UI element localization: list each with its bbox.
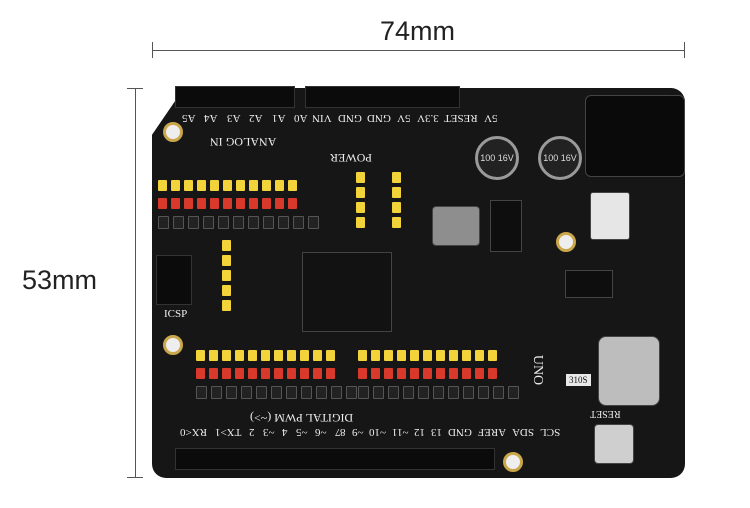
digital-header (175, 448, 495, 470)
analog-pin-label: A5 (182, 112, 196, 124)
analog-pin-label: A1 (271, 112, 286, 124)
power-pin-label: 3.3V (416, 112, 439, 124)
width-dimension-label: 74mm (380, 16, 456, 46)
power-pin-label: VIN (312, 112, 332, 124)
digital-pin-label: RX<0 (180, 426, 207, 438)
analog-in-label: ANALOG IN (210, 135, 277, 149)
width-dimension-line (152, 50, 685, 51)
digital-pin-labels-right: 8 ~9 ~10 ~11 12 13 GND AREF SDA SCL (340, 426, 561, 438)
i2c-pins (222, 240, 231, 311)
battery-connector (590, 192, 630, 240)
power-pin-label: GND (337, 112, 362, 124)
analog-pin-labels: A5 A4 A3 A2 A1 A0 (182, 112, 308, 124)
usb-serial-chip (490, 200, 522, 252)
digital-pin-label: ~6 (315, 426, 327, 438)
crystal (432, 206, 480, 246)
analog-pin-label: A0 (294, 112, 308, 124)
electrolytic-capacitor: 100 16V (475, 136, 519, 180)
height-dimension-tick-bottom (127, 477, 143, 478)
digital-pwm-label: DIGITAL PWM (~>) (250, 411, 354, 425)
power-pin-label: GND (367, 112, 392, 124)
width-dimension-tick-right (684, 42, 685, 58)
digital-pin-label: 4 (282, 426, 288, 438)
mounting-hole (503, 452, 523, 472)
height-dimension-tick-top (127, 88, 143, 89)
analog-gnd-pins (158, 216, 319, 229)
icsp-label: ICSP (164, 308, 188, 320)
digital-gnd-pins (196, 386, 357, 399)
width-dimension-tick-left (152, 42, 153, 58)
digital-pin-labels-left: RX<0 TX>1 2 ~3 4 ~5 ~6 7 (180, 426, 340, 438)
mounting-hole (556, 232, 576, 252)
regulator-chip (565, 270, 613, 298)
digital-pin-label: 13 (431, 426, 443, 438)
digital-vcc-pins (358, 368, 497, 379)
digital-gnd-pins (358, 386, 519, 399)
digital-pin-label: TX>1 (214, 426, 242, 438)
power-pin-label: RESET (444, 112, 479, 124)
height-dimension-label: 53mm (22, 265, 98, 295)
digital-pin-label: ~9 (351, 426, 363, 438)
chip-label: 310S (566, 374, 591, 386)
electrolytic-capacitor: 100 16V (538, 136, 582, 180)
analog-pin-label: A4 (204, 112, 218, 124)
digital-pin-label: ~3 (262, 426, 275, 438)
icsp-header (156, 255, 192, 305)
power-label: POWER (330, 151, 372, 165)
digital-pin-label: 2 (249, 426, 255, 438)
digital-pin-label: ~5 (295, 426, 308, 438)
digital-pin-label: ~10 (368, 426, 386, 438)
power-pin-labels: VIN GND GND 5V 3.3V RESET 5V (312, 112, 497, 124)
power-pin-label: 5V (397, 112, 411, 124)
reset-button[interactable] (594, 424, 634, 464)
uno-label: UNO (530, 354, 546, 386)
reset-label: RESET (590, 408, 621, 419)
height-dimension-line (135, 88, 136, 478)
mounting-hole (163, 122, 183, 142)
analog-vcc-pins (158, 198, 297, 209)
digital-signal-pins (358, 350, 497, 361)
analog-pin-label: A2 (249, 112, 263, 124)
analog-signal-pins (158, 180, 297, 191)
uart-pins (392, 172, 401, 228)
power-pin-label: 5V (484, 112, 498, 124)
digital-pin-label: 8 (340, 426, 346, 438)
uart-pins (356, 172, 365, 228)
microcontroller-chip (302, 252, 392, 332)
digital-pin-label: ~11 (391, 426, 409, 438)
digital-pin-label: GND (448, 426, 473, 438)
usb-c-port (598, 336, 660, 406)
digital-pin-label: AREF (478, 426, 507, 438)
digital-pin-label: SDA (512, 426, 535, 438)
digital-pin-label: SCL (540, 426, 561, 438)
power-header (305, 86, 460, 108)
dc-power-jack (585, 95, 685, 177)
analog-pin-label: A3 (226, 112, 241, 124)
analog-header (175, 86, 295, 108)
digital-vcc-pins (196, 368, 335, 379)
digital-pin-label: 12 (414, 426, 426, 438)
digital-signal-pins (196, 350, 335, 361)
mounting-hole (163, 335, 183, 355)
